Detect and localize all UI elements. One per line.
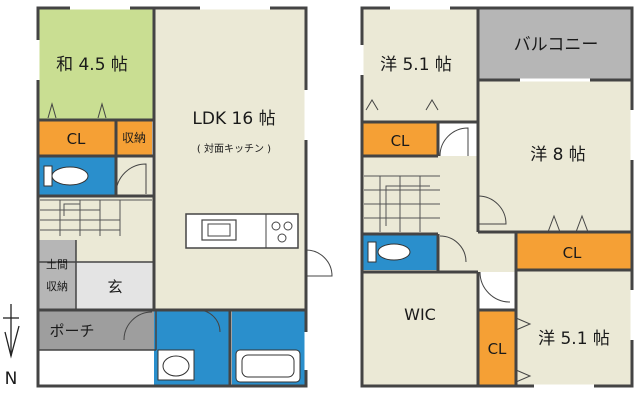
label-room-5-1-top: 洋 5.1 帖 xyxy=(380,55,452,75)
label-shuno: 収納 xyxy=(122,131,146,145)
label-room-8: 洋 8 帖 xyxy=(530,145,586,165)
windows-1f xyxy=(36,6,308,370)
label-balcony: バルコニー xyxy=(514,35,599,55)
wash-basin-icon xyxy=(157,349,195,381)
stove-icon xyxy=(271,221,281,231)
toilet-2f-icon xyxy=(367,241,411,263)
door-swings-2f xyxy=(439,127,511,303)
toilet-icon xyxy=(43,165,89,187)
closet-1f xyxy=(38,120,116,156)
north-arrow-icon xyxy=(3,304,20,359)
closet-markers xyxy=(47,99,589,383)
label-cl-2f-left: CL xyxy=(391,132,410,150)
compass-label: N xyxy=(5,369,18,389)
label-kitchen-note: ( 対面キッチン ) xyxy=(197,142,271,155)
label-cl-1f: CL xyxy=(67,130,86,148)
label-porch: ポーチ xyxy=(49,322,94,340)
label-doma-shuno: 収納 xyxy=(46,280,68,293)
room-5-1-top xyxy=(362,8,478,122)
walls-2f xyxy=(360,6,634,388)
genkan xyxy=(76,262,154,310)
sink-icon xyxy=(201,219,237,241)
label-washitsu: 和 4.5 帖 xyxy=(56,55,128,75)
stairs-2f xyxy=(364,175,440,232)
stairs-1f xyxy=(40,199,152,236)
closet-2f-bottom xyxy=(478,310,516,386)
tatami-room xyxy=(38,8,154,120)
label-doma: 土間 xyxy=(46,258,68,271)
storage-1f xyxy=(116,120,152,156)
balcony xyxy=(478,8,632,80)
label-wic: WIC xyxy=(404,305,436,324)
ldk-room xyxy=(154,8,306,310)
floor-1 xyxy=(36,6,333,388)
labels: 和 4.5 帖 CL 収納 LDK 16 帖 ( 対面キッチン ) 土間 収納 … xyxy=(46,35,610,358)
label-genkan: 玄 xyxy=(107,278,122,296)
label-cl-2f-right: CL xyxy=(563,244,582,262)
label-ldk: LDK 16 帖 xyxy=(192,109,275,129)
windows-2f xyxy=(360,6,634,388)
closet-2f-left xyxy=(362,122,438,156)
bathtub-icon xyxy=(235,349,301,383)
walls-1f xyxy=(36,6,308,388)
wic xyxy=(362,272,478,386)
label-room-5-1-bottom: 洋 5.1 帖 xyxy=(538,329,610,349)
floor-2 xyxy=(47,6,634,388)
label-cl-2f-bottom: CL xyxy=(488,340,507,358)
kitchen-counter xyxy=(185,213,299,249)
doma-storage xyxy=(38,240,76,310)
closet-2f-right xyxy=(516,232,632,270)
room-5-1-bottom xyxy=(516,270,632,386)
